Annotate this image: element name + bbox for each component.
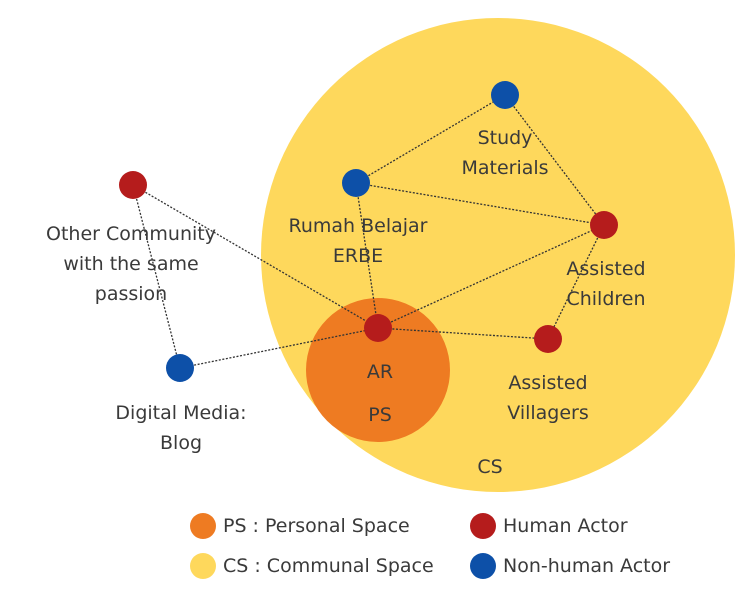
label-digital-media: Digital Media: Blog	[115, 402, 247, 454]
node-study-materials	[491, 81, 519, 109]
personal-space-swatch	[190, 513, 216, 539]
label-assisted-children: Assisted Children	[566, 258, 646, 310]
edge-other-community-to-ar	[132, 184, 379, 329]
edge-ar-to-assisted-villagers	[377, 327, 549, 340]
network-edges	[132, 94, 605, 369]
label-rumah-belajar: Rumah Belajar ERBE	[288, 215, 428, 267]
node-assisted-villagers	[534, 325, 562, 353]
node-other-community	[119, 171, 147, 199]
edge-ar-to-assisted-children	[377, 224, 605, 329]
legend-human: Human Actor	[470, 513, 628, 539]
human-actor-swatch	[470, 513, 496, 539]
label-study-materials: Study Materials	[461, 127, 549, 179]
node-rumah-belajar	[342, 169, 370, 197]
node-digital-media	[166, 354, 194, 382]
label-ps: PS	[368, 404, 392, 426]
label-assisted-villagers: Assisted Villagers	[507, 372, 589, 424]
personal-space-circle	[306, 298, 450, 442]
communal-space-swatch	[190, 553, 216, 579]
edge-other-community-to-digital-media	[132, 184, 181, 369]
label-cs: CS	[477, 456, 503, 478]
edge-rumah-belajar-to-assisted-children	[355, 182, 605, 226]
edge-digital-media-to-ar	[179, 327, 379, 369]
edge-rumah-belajar-to-study-materials	[355, 94, 506, 184]
legend-cs: CS : Communal Space	[190, 553, 434, 579]
legend-ps: PS : Personal Space	[190, 513, 410, 539]
non-human-actor-swatch	[470, 553, 496, 579]
edge-assisted-children-to-assisted-villagers	[547, 224, 605, 340]
node-assisted-children	[590, 211, 618, 239]
label-other-community: Other Community with the same passion	[46, 223, 216, 305]
edge-rumah-belajar-to-ar	[355, 182, 379, 329]
legend-non-human: Non-human Actor	[470, 553, 670, 579]
label-ar: AR	[366, 361, 394, 383]
node-ar	[364, 314, 392, 342]
